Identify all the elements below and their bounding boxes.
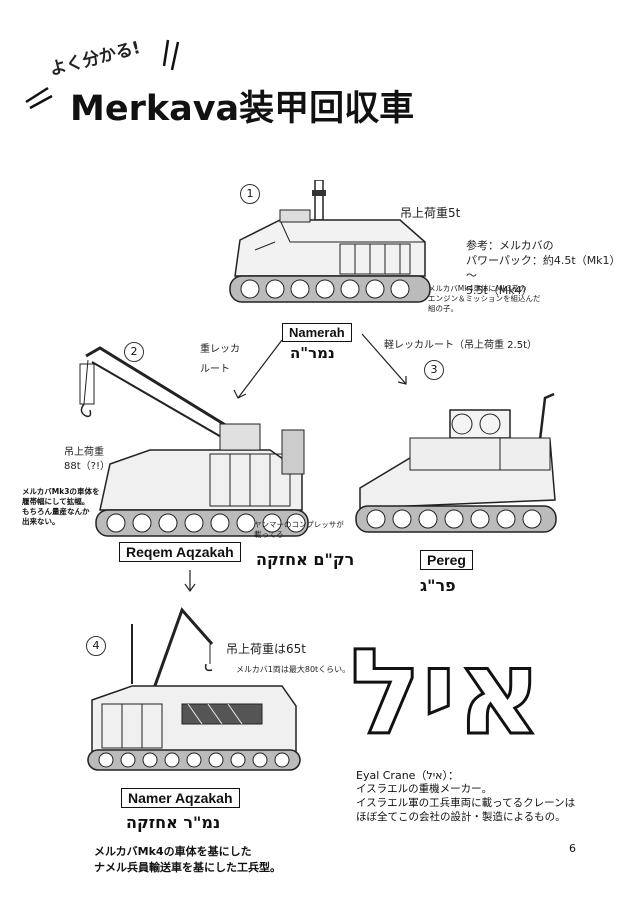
vehicle-4-name-label: Namer Aqzakah xyxy=(121,788,240,808)
route-arrow-light xyxy=(361,333,407,385)
page-number: 6 xyxy=(569,842,576,855)
page-title: Merkava装甲回収車 xyxy=(70,89,415,129)
speed-lines-left xyxy=(25,86,53,110)
vehicle-2-chassis-note: メルカバMk3の車体を 履帯幅にして拡幅。 もちろん量産なんか 出来ない。 xyxy=(22,487,100,526)
vehicle-1-engine-note: メルカバMk4車体にMk3系の エンジン＆ミッションを組込んだ 組の子。 xyxy=(428,284,541,313)
eyal-line-2: イスラエル軍の工兵車両に載ってるクレーンは xyxy=(356,797,576,809)
vehicle-2-hebrew-name: רק"ם אחזקה xyxy=(256,550,355,569)
vehicle-3-hebrew-name: פר"ג xyxy=(420,576,456,595)
title-kicker: よく分かる! xyxy=(47,38,143,80)
vehicle-2-name-label: Reqem Aqzakah xyxy=(119,542,241,562)
vehicle-2-compressor-note: ヤンマーのコンプレッサが 載ってる xyxy=(254,520,344,539)
eyal-line-1: イスラエルの重機メーカー。 xyxy=(356,783,493,795)
vehicle-1-reference-note: 参考：メルカバの パワーパック：約4.5t（Mk1） 〜 5.5t（Mk4） xyxy=(466,239,621,297)
vehicle-4-namer-drawing xyxy=(87,607,301,771)
down-arrow xyxy=(184,570,196,593)
route-light-label: 軽レッカルート（吊上荷重 2.5t） xyxy=(384,340,538,351)
eyal-heading: Eyal Crane（איל）： xyxy=(356,769,460,782)
caption-line-1: メルカバMk4の車体を基にした xyxy=(94,845,252,858)
vehicle-1-hebrew-name: נמר"ה xyxy=(290,344,335,362)
vehicle-4-max-note: メルカバ1両は最大80tくらい。 xyxy=(236,665,351,674)
route-arrow-heavy xyxy=(233,339,283,399)
vehicle-2-reqem-drawing xyxy=(79,346,309,537)
speed-lines-right xyxy=(162,39,180,71)
vehicle-2-capacity-note: 吊上荷重 88t（?!） xyxy=(64,447,110,472)
eyal-logo: איל xyxy=(348,622,543,763)
vehicle-3-number: 3 xyxy=(424,360,444,380)
vehicle-1-number: 1 xyxy=(240,184,260,204)
route-heavy-label: 重レッカ ルート xyxy=(200,344,240,375)
vehicle-4-hebrew-name: נמ"ר אחזקה xyxy=(126,813,221,832)
vehicle-2-number: 2 xyxy=(124,342,144,362)
caption-line-2: ナメル兵員輸送車を基にした工兵型。 xyxy=(94,861,281,874)
vehicle-3-pereg-drawing xyxy=(355,392,557,533)
vehicle-3-name-label: Pereg xyxy=(420,550,473,570)
vehicle-4-capacity-note: 吊上荷重は65t xyxy=(226,642,306,656)
eyal-line-3: ほぼ全てこの会社の設計・製造によるもの。 xyxy=(356,811,566,823)
vehicle-1-namerah-drawing xyxy=(229,180,431,303)
vehicle-1-name-label: Namerah xyxy=(282,323,352,342)
vehicle-1-capacity-note: 吊上荷重5t xyxy=(400,206,461,220)
vehicle-4-number: 4 xyxy=(86,636,106,656)
